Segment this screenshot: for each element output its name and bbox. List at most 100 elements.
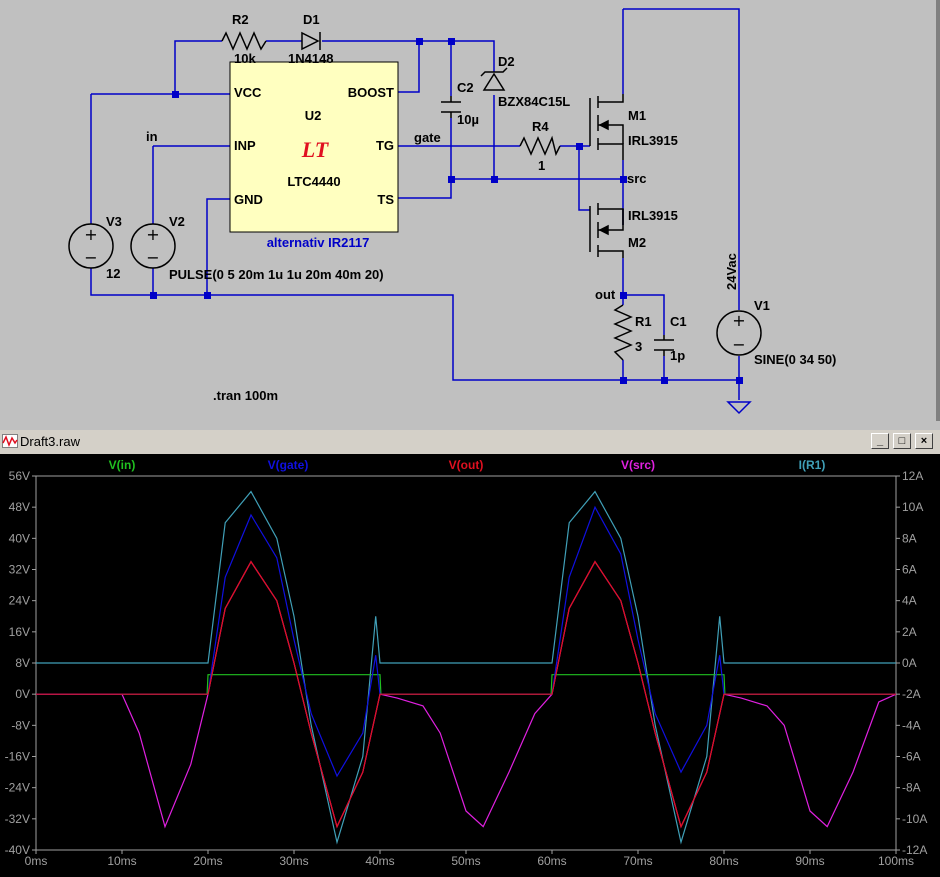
r2-value: 10k [234, 51, 256, 66]
legend-label: I(R1) [799, 458, 826, 472]
y-right-tick-label: 4A [902, 594, 917, 608]
x-tick-label: 50ms [451, 854, 480, 868]
voltage-source-v1[interactable]: + − [716, 310, 762, 356]
waveform-icon [2, 434, 18, 448]
x-tick-label: 70ms [623, 854, 652, 868]
y-left-tick-label: 56V [9, 469, 30, 483]
c2-ref: C2 [457, 80, 474, 95]
svg-text:−: − [732, 335, 745, 354]
r4-ref: R4 [532, 119, 549, 134]
y-left-tick-label: 8V [15, 656, 30, 670]
r4-value: 1 [538, 158, 545, 173]
net-label-in: in [146, 129, 158, 144]
d1-ref: D1 [303, 12, 320, 27]
y-right-tick-label: 6A [902, 563, 917, 577]
m2-value: IRL3915 [628, 208, 678, 223]
lt-logo-icon: LT [301, 137, 330, 162]
m1-ref: M1 [628, 108, 646, 123]
junctions [150, 38, 743, 384]
schematic-canvas[interactable]: VCC INP GND BOOST TG TS U2 LT LTC4440 al… [0, 0, 936, 421]
y-right-tick-label: 12A [902, 469, 923, 483]
pin-inp: INP [234, 138, 256, 153]
series-line-vgate [36, 505, 896, 778]
y-right-tick-label: 0A [902, 656, 917, 670]
svg-text:+: + [732, 311, 745, 330]
y-left-tick-label: -32V [5, 812, 30, 826]
ground-icon [726, 401, 752, 415]
x-tick-label: 30ms [279, 854, 308, 868]
y-right-tick-label: -4A [902, 718, 921, 732]
net-label-supply: 24Vac [724, 253, 739, 290]
x-tick-label: 20ms [193, 854, 222, 868]
y-right-tick-label: -8A [902, 781, 921, 795]
spice-directive[interactable]: .tran 100m [213, 388, 278, 403]
ic-part: LTC4440 [287, 174, 340, 189]
zener-d2[interactable] [480, 67, 508, 91]
pin-gnd: GND [234, 192, 263, 207]
wires [90, 8, 740, 400]
x-tick-label: 0ms [25, 854, 48, 868]
c2-value: 10µ [457, 112, 479, 127]
minimize-button[interactable]: _ [871, 433, 889, 449]
svg-text:−: − [84, 248, 97, 267]
y-right-tick-label: 10A [902, 500, 923, 514]
v1-value: SINE(0 34 50) [754, 352, 836, 367]
y-right-tick-label: 2A [902, 625, 917, 639]
pin-vcc: VCC [234, 85, 262, 100]
m1-value: IRL3915 [628, 133, 678, 148]
x-tick-label: 100ms [878, 854, 914, 868]
ic-note: alternativ IR2117 [267, 235, 370, 250]
y-right-tick-label: -6A [902, 750, 921, 764]
resistor-r2[interactable] [221, 31, 267, 51]
net-label-gate: gate [414, 130, 441, 145]
pin-ts: TS [377, 192, 394, 207]
title-bar[interactable]: Draft3.raw _ □ × [0, 430, 940, 455]
x-tick-label: 60ms [537, 854, 566, 868]
close-button[interactable]: × [915, 433, 933, 449]
svg-text:+: + [84, 225, 97, 244]
legend-label: V(gate) [268, 458, 309, 472]
d2-value: BZX84C15L [498, 94, 570, 109]
legend-label: V(src) [621, 458, 655, 472]
maximize-button[interactable]: □ [893, 433, 911, 449]
y-left-tick-label: -40V [5, 843, 30, 857]
y-left-tick-label: 40V [9, 531, 30, 545]
y-right-tick-label: -2A [902, 687, 921, 701]
y-left-tick-label: 0V [15, 687, 30, 701]
v3-ref: V3 [106, 214, 122, 229]
v1-ref: V1 [754, 298, 770, 313]
legend-label: V(in) [109, 458, 136, 472]
d1-value: 1N4148 [288, 51, 334, 66]
ic-ref: U2 [305, 108, 322, 123]
pin-boost: BOOST [348, 85, 394, 100]
voltage-source-v2[interactable]: + − [130, 223, 176, 269]
resistor-r1[interactable] [613, 304, 633, 361]
mosfet-m1[interactable] [589, 94, 624, 160]
svg-text:+: + [146, 225, 159, 244]
y-left-tick-label: 32V [9, 563, 30, 577]
resistor-r4[interactable] [519, 135, 561, 157]
voltage-source-v3[interactable]: + − [68, 223, 114, 269]
y-left-tick-label: 16V [9, 625, 30, 639]
m2-ref: M2 [628, 235, 646, 250]
legend-label: V(out) [449, 458, 484, 472]
y-left-tick-label: 24V [9, 594, 30, 608]
d2-ref: D2 [498, 54, 515, 69]
y-right-tick-label: -10A [902, 812, 927, 826]
ic-body[interactable] [229, 61, 399, 233]
net-label-out: out [595, 287, 616, 302]
schematic-editor[interactable]: VCC INP GND BOOST TG TS U2 LT LTC4440 al… [0, 0, 940, 421]
y-right-tick-label: -12A [902, 843, 927, 857]
pin-tg: TG [376, 138, 394, 153]
capacitor-c1[interactable] [654, 335, 674, 356]
x-tick-label: 90ms [795, 854, 824, 868]
y-left-tick-label: -24V [5, 781, 30, 795]
y-left-tick-label: -8V [11, 718, 30, 732]
diode-d1[interactable] [301, 31, 321, 51]
mosfet-m2[interactable] [589, 203, 624, 258]
y-left-tick-label: -16V [5, 750, 30, 764]
capacitor-c2[interactable] [441, 96, 461, 118]
